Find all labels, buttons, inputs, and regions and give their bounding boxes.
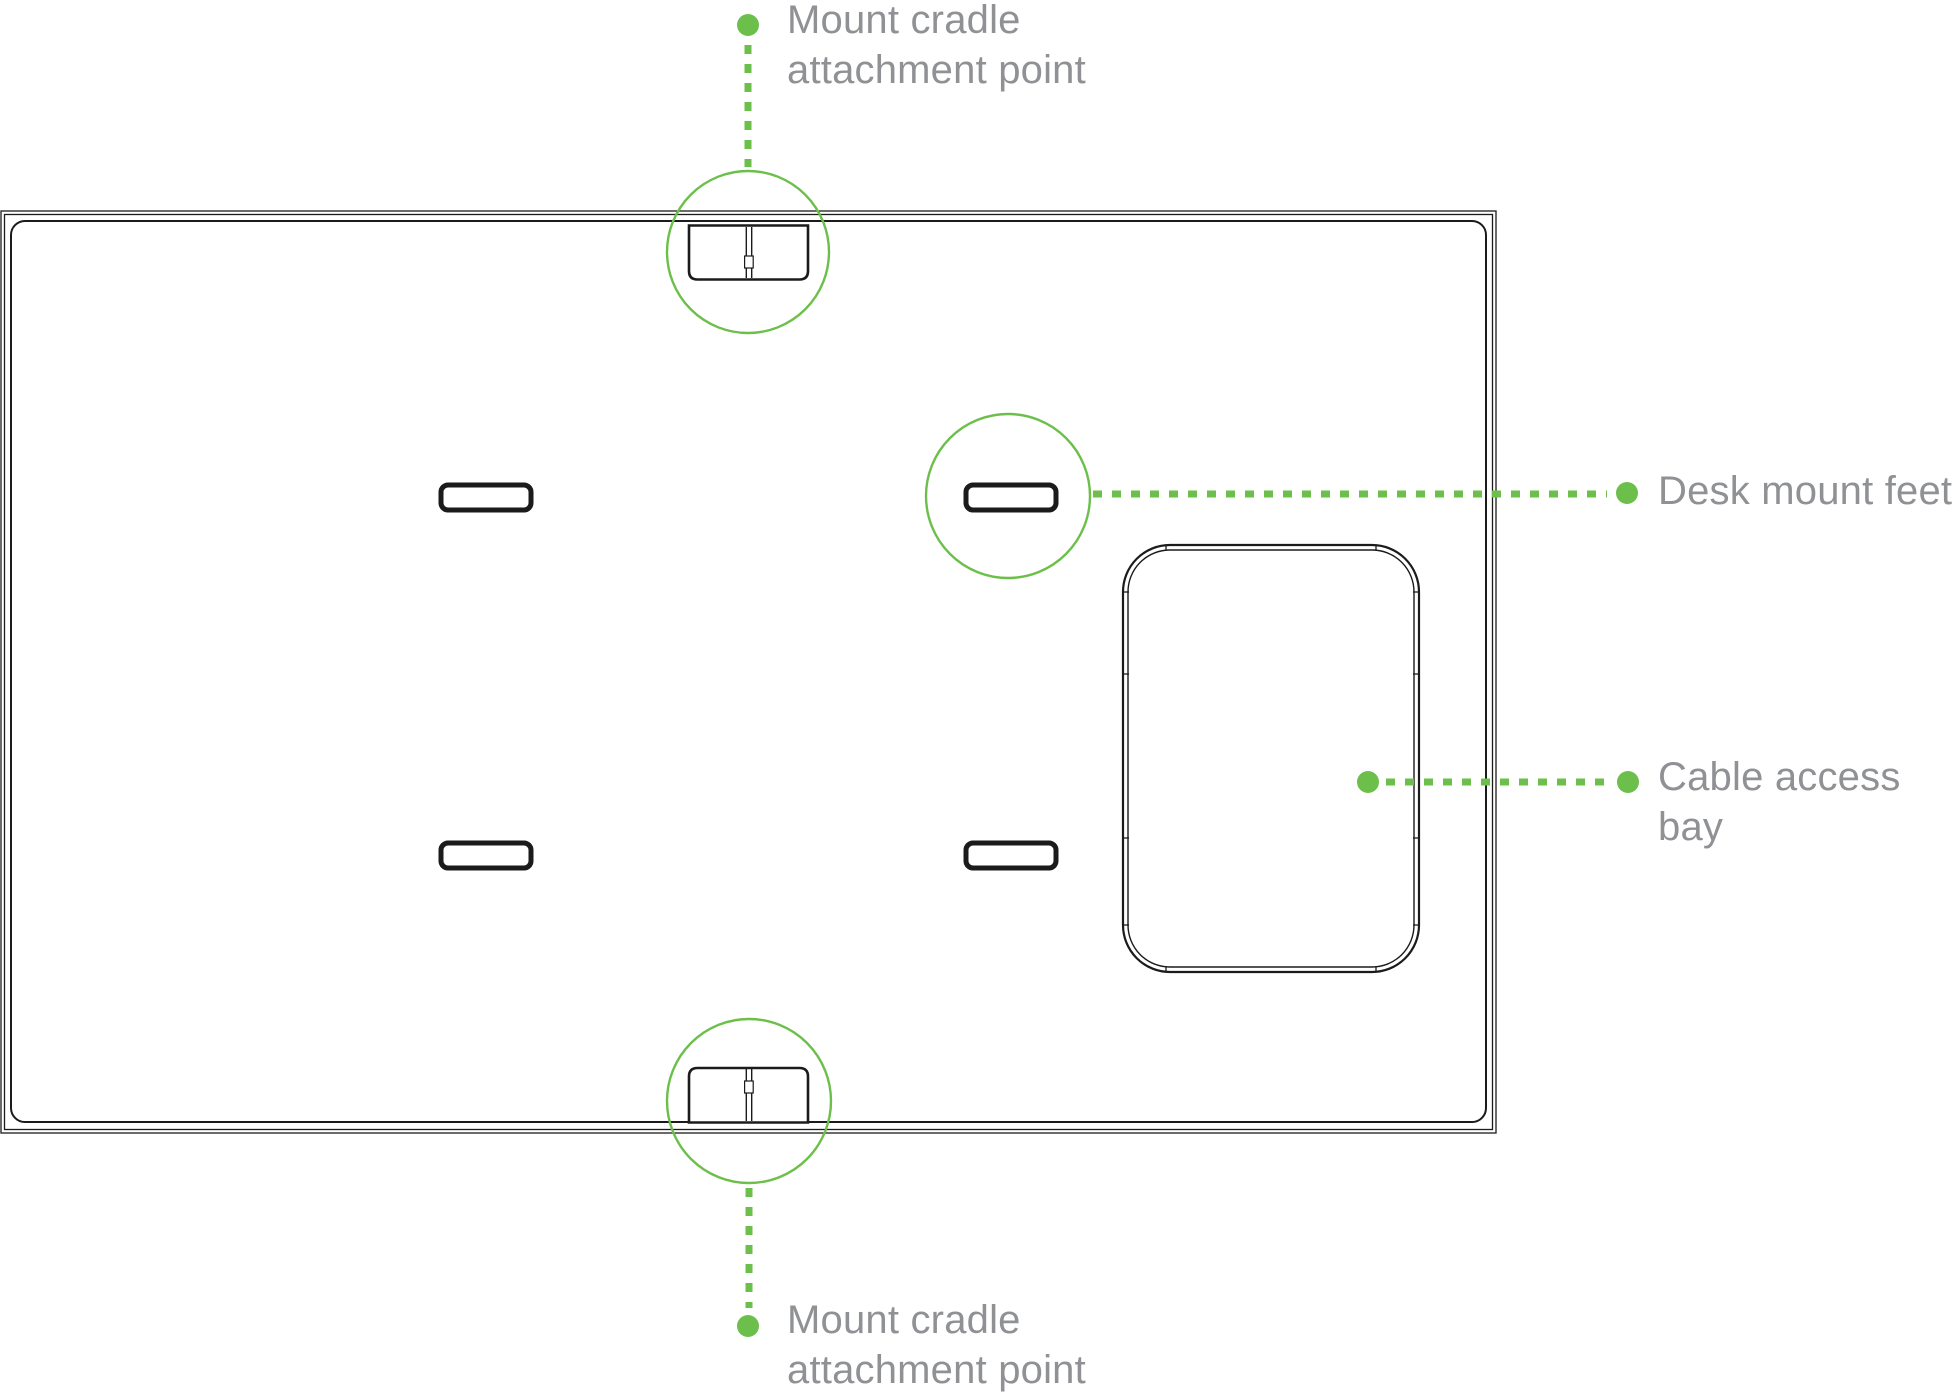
desk-mount-foot-bottom-right (963, 840, 1059, 871)
callout-label-line: Mount cradle (787, 1298, 1021, 1342)
device-outer-edge (0, 210, 1497, 1134)
slot-latch-notch (743, 1080, 754, 1094)
callout-label-desk-mount-feet: Desk mount feet (1658, 466, 1952, 516)
callout-dot-mount-cradle-bottom (737, 1315, 759, 1337)
callout-label-mount-cradle-top: Mount cradle attachment point (787, 0, 1086, 95)
callout-label-mount-cradle-bottom: Mount cradle attachment point (787, 1295, 1086, 1395)
desk-mount-feet (438, 482, 1059, 871)
mount-cradle-slot-top (687, 224, 810, 281)
callout-label-line: bay (1658, 805, 1724, 849)
mount-cradle-slot-bottom (687, 1066, 810, 1124)
callout-label-line: Desk mount feet (1658, 469, 1953, 513)
callout-dot-cable-bay (1617, 771, 1639, 793)
desk-mount-foot-top-right (963, 482, 1059, 513)
callout-label-line: Cable access (1658, 755, 1901, 799)
callout-circle-mount-cradle-bottom (665, 1017, 833, 1185)
callout-dot-mount-cradle-top (737, 14, 759, 36)
callout-circle-desk-mount-feet (924, 412, 1092, 580)
slot-latch-notch (743, 255, 754, 269)
callout-dot-desk-mount-feet (1616, 482, 1638, 504)
desk-mount-foot-bottom-left (438, 840, 534, 871)
callout-label-line: attachment point (787, 1348, 1086, 1392)
mount-cradle-slot-top-outline (687, 224, 810, 281)
callout-graphics (665, 14, 1639, 1337)
callout-label-line: attachment point (787, 48, 1086, 92)
cable-access-bay-inner (1127, 549, 1415, 968)
cable-access-bay-outer (1121, 543, 1421, 974)
callout-circle-mount-cradle-top (665, 169, 831, 335)
device-outer-edge-inner-line (3, 213, 1494, 1131)
cable-access-bay (1121, 543, 1421, 974)
callout-dot-cable-bay-anchor (1357, 771, 1379, 793)
callout-label-line: Mount cradle (787, 0, 1021, 42)
mount-cradle-slot-bottom-outline (687, 1066, 810, 1124)
callout-label-cable-access-bay: Cable access bay (1658, 752, 1901, 852)
desk-mount-foot-top-left (438, 482, 534, 513)
